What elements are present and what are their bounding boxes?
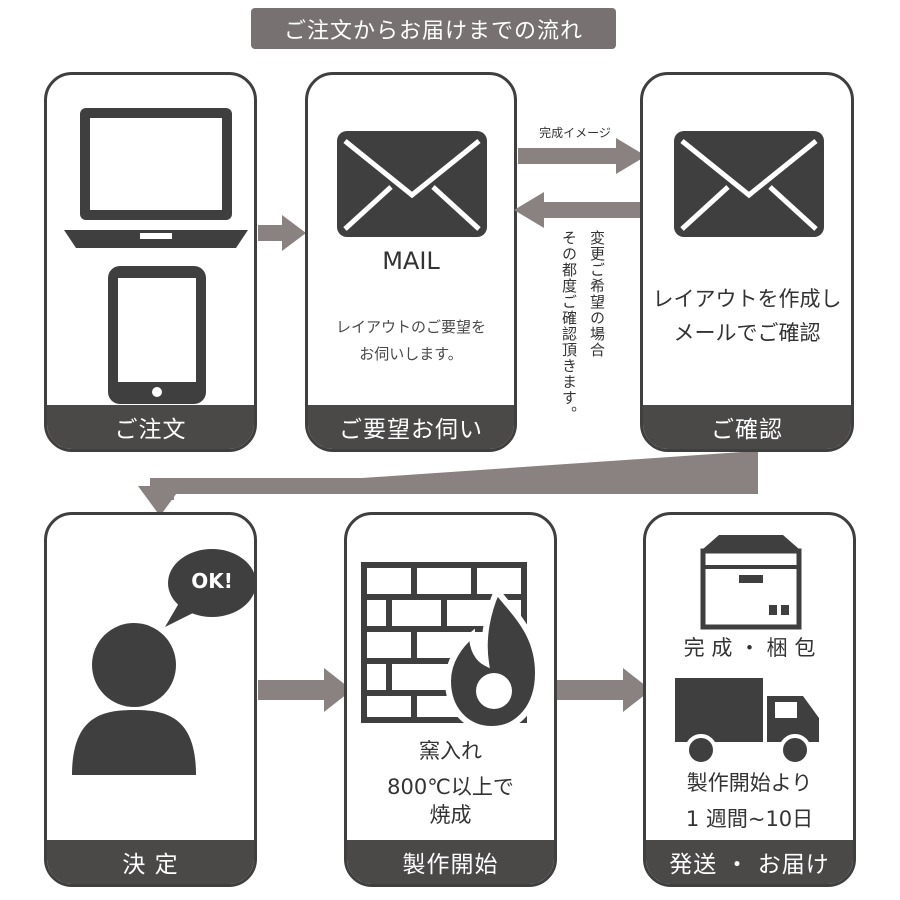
shipping-line3: 1 週間~10日 — [685, 807, 814, 831]
step-decide-card: OK! 決 定 — [44, 512, 257, 887]
envelope-icon — [674, 131, 824, 237]
step-decide-label: 決 定 — [47, 840, 254, 884]
step-production-card: 窯入れ 800℃以上で 焼成 製作開始 — [344, 512, 557, 887]
confirm-text-line2: メールでご確認 — [673, 321, 821, 345]
step-production-label: 製作開始 — [347, 840, 554, 884]
step-confirm-card: レイアウトを作成し メールでご確認 ご確認 — [640, 72, 854, 452]
request-text-line2: お伺いします。 — [359, 345, 463, 363]
person-icon — [72, 623, 196, 775]
preview-image-label: 完成イメージ — [539, 126, 611, 140]
step-request-card: MAIL レイアウトのご要望を お伺いします。 ご要望お伺い — [305, 72, 517, 452]
mail-label: MAIL — [382, 247, 440, 275]
page-title: ご注文からお届けまでの流れ — [251, 8, 616, 49]
box-icon — [700, 535, 802, 630]
step-shipping-label: 発送 ・ お届け — [646, 840, 853, 884]
step-shipping-card: 完 成 ・ 梱 包 製作開始より 1 週間~10日 発送 ・ お届け — [643, 512, 856, 887]
arrow-decide-to-production — [258, 668, 352, 712]
tablet-icon — [108, 266, 206, 404]
arrow-production-to-shipping — [557, 668, 651, 712]
truck-icon — [675, 678, 819, 766]
shipping-line2: 製作開始より — [686, 771, 813, 795]
arrow-change-back — [514, 192, 642, 228]
confirm-text-line1: レイアウトを作成し — [652, 287, 842, 311]
flame-icon — [444, 587, 542, 733]
step-request-label: ご要望お伺い — [308, 405, 514, 449]
request-text-line1: レイアウトのご要望を — [335, 318, 486, 336]
envelope-icon — [337, 131, 487, 237]
step-order-label: ご注文 — [47, 405, 254, 449]
shipping-line1: 完 成 ・ 梱 包 — [683, 636, 816, 660]
production-line3: 焼成 — [429, 803, 472, 827]
production-line1: 窯入れ — [419, 739, 482, 763]
step-order-card: ご注文 — [44, 72, 257, 452]
change-request-line1: 変更ご希望の場合 — [588, 230, 606, 358]
arrow-preview-to-confirm — [518, 138, 646, 174]
arrow-order-to-request — [258, 215, 306, 251]
laptop-icon — [64, 108, 248, 248]
change-request-line2: その都度ご確認頂きます。 — [560, 230, 578, 422]
ok-bubble-text: OK! — [191, 569, 233, 593]
arrow-confirm-to-decide — [138, 452, 758, 516]
speech-bubble-icon — [165, 549, 254, 627]
production-line2: 800℃以上で — [387, 775, 514, 799]
step-confirm-label: ご確認 — [643, 405, 851, 449]
